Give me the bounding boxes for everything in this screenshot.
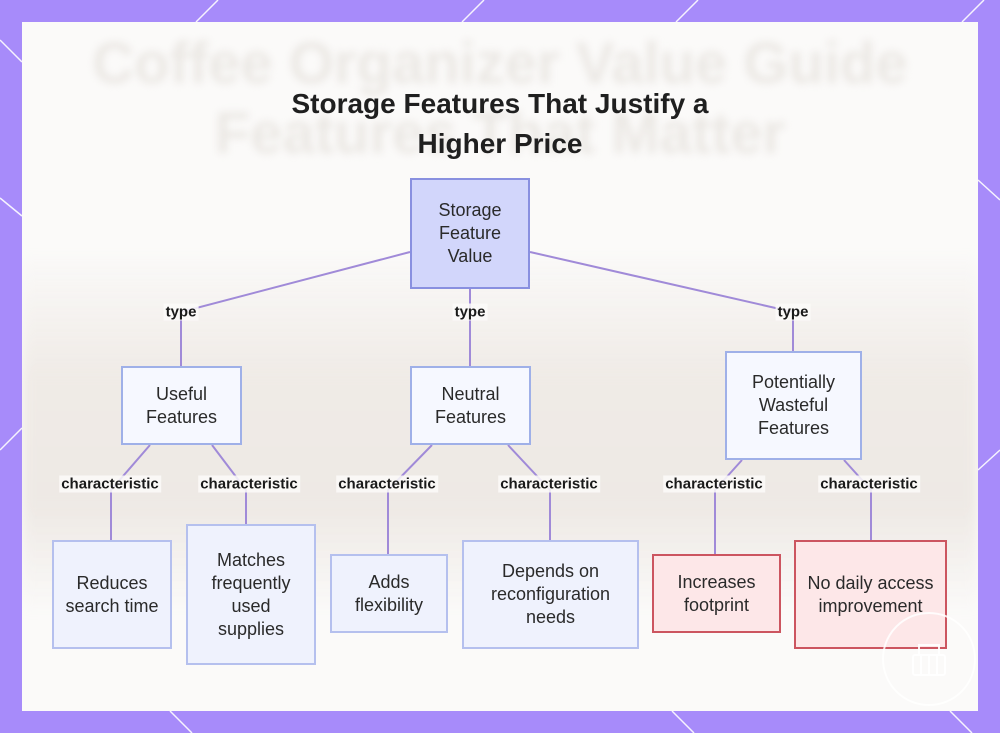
edge-label-characteristic-matches: characteristic	[198, 475, 300, 493]
node-reduces-search-time[interactable]: Reduces search time	[52, 540, 172, 649]
edge-root-wasteful	[529, 251, 794, 351]
edge-label-type-wasteful: type	[775, 303, 811, 321]
edge-label-characteristic-depends: characteristic	[498, 475, 600, 493]
edge-label-type-neutral: type	[452, 303, 488, 321]
edge-label-characteristic-adds: characteristic	[336, 475, 438, 493]
background-ghost-title: Coffee Organizer Value Guide	[92, 31, 908, 96]
edge-neutral-depends	[507, 444, 551, 540]
background-ghost-subtitle: Features That Matter	[214, 101, 786, 166]
node-increases-footprint[interactable]: Increases footprint	[652, 554, 781, 633]
edge-label-type-useful: type	[163, 303, 199, 321]
edge-label-characteristic-nodaily: characteristic	[818, 475, 920, 493]
edge-neutral-adds	[387, 444, 433, 554]
node-storage-feature-value[interactable]: Storage Feature Value	[410, 178, 530, 289]
diagram-canvas: Coffee Organizer Value Guide Features Th…	[22, 22, 978, 711]
edge-wasteful-nodaily	[843, 459, 872, 540]
node-matches-frequently-used-supplies[interactable]: Matches frequently used supplies	[186, 524, 316, 665]
node-potentially-wasteful-features[interactable]: Potentially Wasteful Features	[725, 351, 862, 460]
node-useful-features[interactable]: Useful Features	[121, 366, 242, 445]
edge-root-useful	[180, 251, 411, 366]
logo-watermark-icon	[882, 612, 976, 706]
node-adds-flexibility[interactable]: Adds flexibility	[330, 554, 448, 633]
diagram-title: Storage Features That Justify a Higher P…	[291, 88, 709, 159]
edge-label-characteristic-increases: characteristic	[663, 475, 765, 493]
edge-label-characteristic-reduces: characteristic	[59, 475, 161, 493]
edge-useful-reduces	[110, 444, 151, 540]
node-depends-on-reconfiguration-needs[interactable]: Depends on reconfiguration needs	[462, 540, 639, 649]
edge-wasteful-increases	[714, 459, 743, 554]
node-neutral-features[interactable]: Neutral Features	[410, 366, 531, 445]
